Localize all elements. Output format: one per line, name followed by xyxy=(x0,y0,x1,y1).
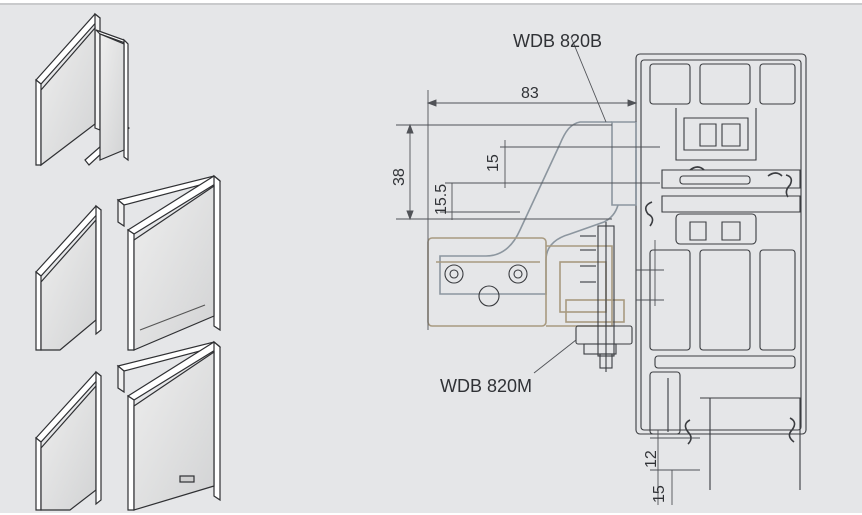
dim-15-bottom: 15 xyxy=(651,485,668,503)
window-folding-double-tilt-icon xyxy=(35,340,222,511)
hinge-details xyxy=(444,222,633,372)
dimension-lines xyxy=(396,36,700,505)
bracket-wdb-820b xyxy=(439,121,637,295)
dim-12: 12 xyxy=(643,450,660,468)
dim-83: 83 xyxy=(521,85,539,102)
window-folding-single-icon xyxy=(35,12,130,167)
frame-profile-section xyxy=(635,53,807,490)
dim-38: 38 xyxy=(391,168,408,186)
dim-15: 15 xyxy=(485,154,502,172)
dim-15-5: 15.5 xyxy=(433,184,450,215)
window-folding-double-icon xyxy=(35,174,222,351)
label-wdb-820b: WDB 820B xyxy=(513,31,602,51)
label-wdb-820m: WDB 820M xyxy=(440,376,532,396)
